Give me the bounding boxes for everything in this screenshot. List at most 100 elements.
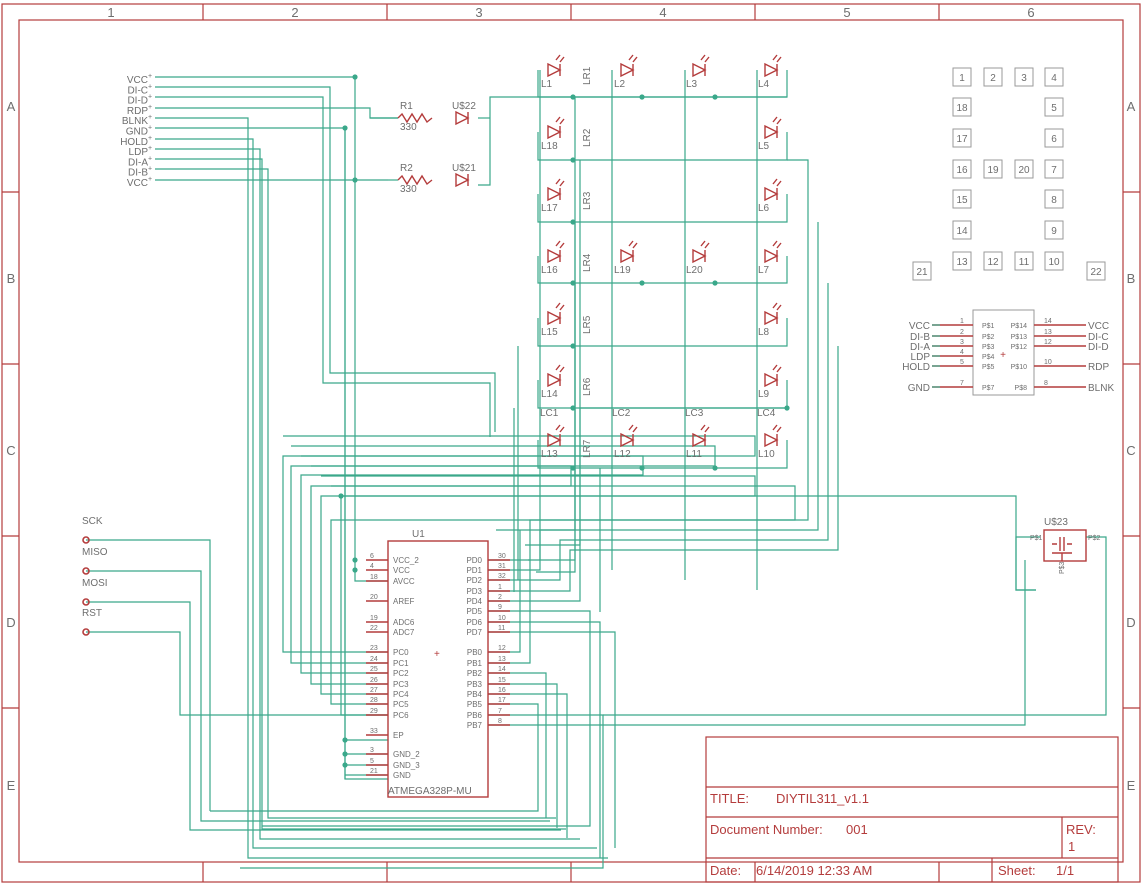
led-emission-arrows bbox=[700, 240, 710, 249]
footprint-pad bbox=[952, 189, 972, 209]
wire bbox=[478, 118, 491, 186]
junction-dot bbox=[342, 751, 348, 757]
mcu-pin-name: VCC_2 bbox=[393, 556, 419, 565]
header-pin-label: VCC bbox=[127, 75, 148, 86]
header-pin-label: GND bbox=[126, 127, 148, 138]
led-emission-arrows bbox=[628, 240, 638, 249]
wire bbox=[488, 407, 787, 602]
header-pin-label: HOLD bbox=[120, 137, 148, 148]
column-marker: 3 bbox=[475, 5, 482, 20]
wire bbox=[488, 560, 1026, 726]
led-ref: L15 bbox=[541, 327, 558, 338]
led-symbol bbox=[547, 124, 562, 140]
junction-dot bbox=[342, 737, 348, 743]
header-pin-label: DI-C bbox=[127, 85, 148, 96]
led-ref: L7 bbox=[758, 265, 770, 276]
crystal-ref: U$23 bbox=[1044, 517, 1068, 528]
led-ref: L17 bbox=[541, 203, 558, 214]
mcu-pin-name: PD2 bbox=[466, 576, 482, 585]
footprint-pad-number: 7 bbox=[1051, 165, 1057, 176]
mcu-pin-name: PB3 bbox=[467, 680, 483, 689]
led-emission-arrows bbox=[700, 54, 710, 63]
connector-pin-number: 1 bbox=[960, 318, 964, 325]
mcu-pin-name: PB1 bbox=[467, 659, 483, 668]
mcu-pin-number: 27 bbox=[370, 687, 378, 694]
mcu-pin-name: PC0 bbox=[393, 648, 409, 657]
junction-dot bbox=[342, 125, 348, 131]
connector-net-label: LDP bbox=[911, 352, 931, 363]
column-marker: 2 bbox=[291, 5, 298, 20]
connector-body bbox=[972, 309, 1035, 396]
junction-dot bbox=[570, 405, 576, 411]
led-ref: L11 bbox=[686, 449, 702, 460]
led-symbol bbox=[547, 248, 562, 264]
isp-pin-label: RST bbox=[82, 608, 102, 619]
isp-pad bbox=[82, 598, 90, 606]
led-emission-arrows bbox=[772, 116, 782, 125]
row-marker: B bbox=[1127, 271, 1136, 286]
wire bbox=[488, 621, 601, 858]
connector-origin-mark: + bbox=[1000, 350, 1006, 361]
led-symbol bbox=[547, 186, 562, 202]
junction-dot bbox=[570, 219, 576, 225]
mcu-pin-name: PB4 bbox=[467, 690, 483, 699]
connector-pin-number: 5 bbox=[960, 359, 964, 366]
led-ref: L10 bbox=[758, 449, 775, 460]
mcu-pin-number: 17 bbox=[498, 697, 506, 704]
wire bbox=[537, 132, 788, 161]
led-ref: L14 bbox=[541, 389, 558, 400]
mcu-pin-name: ADC6 bbox=[393, 618, 415, 627]
footprint-pad bbox=[1044, 67, 1064, 87]
led-ref: L13 bbox=[541, 449, 558, 460]
led-ref: L19 bbox=[614, 265, 631, 276]
resistor-value: 330 bbox=[400, 184, 417, 195]
footprint-pad bbox=[1014, 251, 1034, 271]
date-value: 6/14/2019 12:33 AM bbox=[756, 863, 872, 878]
footprint-pad bbox=[952, 159, 972, 179]
led-ref: L3 bbox=[686, 79, 698, 90]
wire bbox=[262, 610, 591, 827]
wire bbox=[488, 683, 558, 828]
footprint-pad bbox=[1044, 251, 1064, 271]
mcu-pin-number: 11 bbox=[498, 625, 505, 632]
mcu-ref: U1 bbox=[412, 529, 425, 540]
wire bbox=[86, 631, 388, 716]
mcu-pin-number: 30 bbox=[498, 553, 506, 560]
mcu-pin-name: VCC bbox=[393, 566, 410, 575]
footprint-pad-number: 8 bbox=[1051, 195, 1057, 206]
junction-dot bbox=[570, 94, 576, 100]
wire bbox=[488, 672, 547, 818]
led-emission-arrows bbox=[772, 364, 782, 373]
title-block-frame bbox=[705, 736, 1119, 883]
footprint-pad bbox=[912, 261, 932, 281]
docnum-value: 001 bbox=[846, 822, 868, 837]
connector-pad-name: P$8 bbox=[1015, 385, 1028, 392]
column-marker: 6 bbox=[1027, 5, 1034, 20]
footprint-pad bbox=[1044, 159, 1064, 179]
connector-pin-number: 8 bbox=[1044, 380, 1048, 387]
isp-pin-label: MISO bbox=[82, 547, 108, 558]
led-symbol bbox=[547, 310, 562, 326]
junction-dot bbox=[639, 94, 645, 100]
connector-pad-name: P$2 bbox=[982, 334, 995, 341]
junction-dot bbox=[352, 177, 358, 183]
row-net-label: LR2 bbox=[582, 128, 593, 147]
junction-dot bbox=[570, 157, 576, 163]
mcu-pin-name: GND_3 bbox=[393, 761, 420, 770]
led-emission-arrows bbox=[772, 240, 782, 249]
pin-plus-mark: + bbox=[148, 166, 152, 173]
mcu-pin-number: 24 bbox=[370, 656, 378, 663]
mcu-pin-name: PD6 bbox=[466, 618, 482, 627]
junction-dot bbox=[784, 405, 790, 411]
wire bbox=[488, 346, 839, 592]
wire bbox=[300, 455, 644, 674]
row-marker: E bbox=[1127, 778, 1136, 793]
footprint-pad bbox=[1044, 97, 1064, 117]
footprint-pad-number: 18 bbox=[956, 103, 968, 114]
mcu-pin-number: 21 bbox=[370, 768, 378, 775]
led-ref: L8 bbox=[758, 327, 770, 338]
junction-dot bbox=[570, 280, 576, 286]
isp-pin-label: MOSI bbox=[82, 578, 108, 589]
mcu-pin-number: 1 bbox=[498, 584, 502, 591]
